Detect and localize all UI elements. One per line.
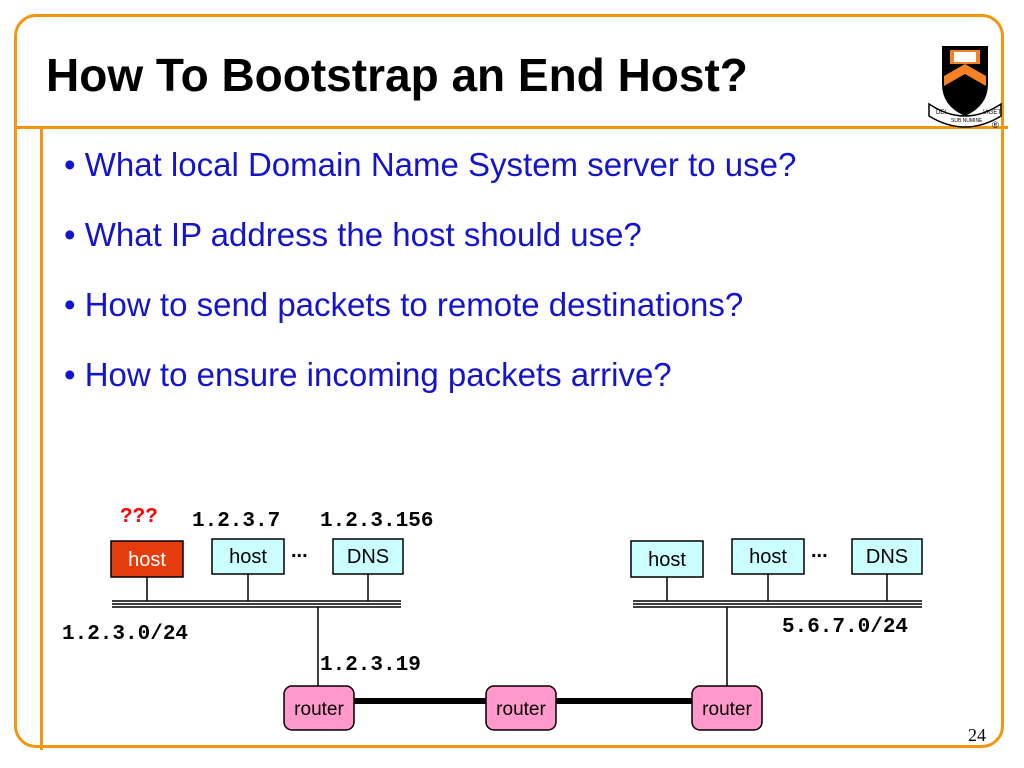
ellipsis-left: ... — [291, 540, 308, 562]
left-subnet-label: 1.2.3.0/24 — [62, 623, 188, 646]
dns-label: DNS — [866, 546, 908, 568]
host-node: host — [211, 538, 285, 575]
registered-mark: ® — [992, 120, 999, 130]
host-node: host — [731, 538, 805, 575]
dns-ip-label: 1.2.3.156 — [320, 510, 433, 533]
logo-motto-center: SUB NUMINE — [951, 118, 983, 124]
host-ip-label: 1.2.3.7 — [192, 510, 280, 533]
dns-node: DNS — [332, 538, 404, 575]
router-label: router — [702, 699, 752, 720]
title-divider — [14, 126, 1008, 129]
left-margin-rule — [40, 126, 43, 750]
slide-title: How To Bootstrap an End Host? — [46, 49, 748, 101]
lan-drop-links — [146, 574, 888, 690]
bullet-list: • What local Domain Name System server t… — [64, 146, 796, 426]
router-label: router — [496, 699, 546, 720]
dns-node: DNS — [851, 538, 923, 575]
left-lan-bus — [112, 600, 401, 608]
dns-label: DNS — [347, 546, 389, 568]
bullet-item: • How to send packets to remote destinat… — [64, 286, 744, 323]
router-node: router — [283, 685, 355, 731]
slide-frame — [14, 14, 1004, 748]
unknown-address-label: ??? — [120, 506, 158, 529]
router-node: router — [691, 685, 763, 731]
page-number: 24 — [968, 725, 986, 745]
host-node: host — [630, 540, 704, 578]
host-label: host — [749, 546, 787, 568]
router-ip-label: 1.2.3.19 — [320, 654, 421, 677]
right-lan-bus — [633, 600, 922, 608]
host-label: host — [648, 549, 686, 571]
host-node-unknown: host — [110, 540, 184, 578]
bullet-item: • What IP address the host should use? — [64, 216, 642, 253]
router-label: router — [294, 699, 344, 720]
ellipsis-right: ... — [811, 540, 828, 562]
router-node: router — [485, 685, 557, 731]
right-subnet-label: 5.6.7.0/24 — [782, 616, 908, 639]
logo-motto-left: DEI — [936, 110, 946, 116]
princeton-shield-logo: DEI SUB NUMINE VIGET ® — [928, 46, 1002, 130]
host-label: host — [128, 549, 166, 571]
logo-motto-right: VIGET — [983, 110, 1001, 116]
bullet-item: • How to ensure incoming packets arrive? — [64, 356, 672, 393]
bullet-item: • What local Domain Name System server t… — [64, 146, 797, 183]
host-label: host — [229, 546, 267, 568]
